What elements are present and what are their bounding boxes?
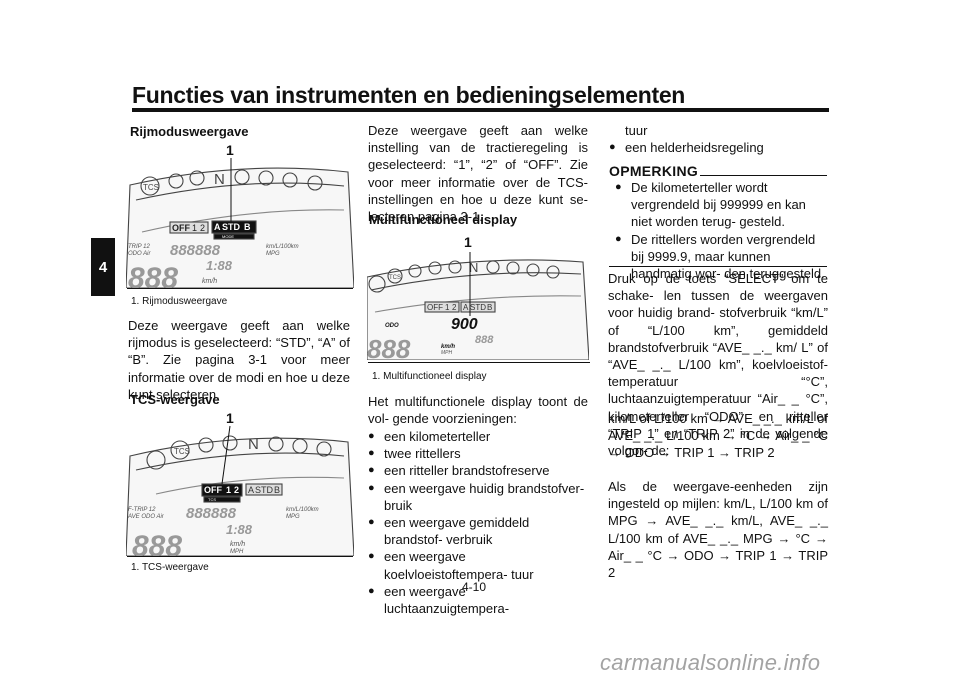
clock-segments: 1:88 — [226, 522, 253, 537]
mode-std: STD — [255, 485, 274, 495]
title-rule — [132, 108, 829, 112]
heading-tcs-weergave: TCS-weergave — [130, 392, 220, 407]
feature-list-cont: een helderheidsregeling — [609, 139, 829, 156]
figure-caption: 1. TCS-weergave — [131, 562, 209, 573]
mode-b: B — [244, 222, 251, 232]
note-list: De kilometerteller wordt vergrendeld bij… — [615, 179, 827, 282]
feature-list: een kilometerteller twee rittellers een … — [368, 428, 588, 617]
speed-segments: 888 — [367, 334, 411, 360]
list-item: De rittellers worden vergrendeld bij 999… — [615, 231, 827, 283]
neutral-indicator: N — [248, 436, 259, 453]
tcs-1: 1 — [226, 485, 231, 495]
list-item: een weergave koelvloeistoftempera- tuur — [368, 548, 588, 582]
odo-label: ODO — [385, 323, 399, 329]
note-heading-rule — [700, 175, 827, 176]
tcs-1: 1 — [192, 223, 197, 233]
tcs-1: 1 — [445, 303, 450, 312]
mode-a: A — [248, 485, 254, 495]
list-item: een weergave gemiddeld brandstof- verbru… — [368, 514, 588, 548]
ftrip-label: F-TRIP 12 — [128, 507, 156, 513]
mode-a: A — [463, 303, 469, 312]
callout-1: 1 — [226, 142, 234, 158]
tcs-2: 2 — [200, 223, 205, 233]
speed-segments: 888 — [128, 262, 178, 288]
speed-segments: 888 — [132, 530, 182, 556]
figure-divider — [368, 362, 590, 363]
tcs-off: OFF — [427, 303, 443, 312]
mode-b: B — [487, 303, 492, 312]
page-title: Functies van instrumenten en bedieningse… — [132, 82, 686, 108]
list-item: De kilometerteller wordt vergrendeld bij… — [615, 179, 827, 231]
list-item: een ritteller brandstofreserve — [368, 462, 588, 479]
callout-1: 1 — [464, 234, 472, 250]
tcs-logo-text: TCS — [174, 447, 190, 456]
trip-label: TRIP 12 — [128, 244, 150, 250]
kml-label: km/L/100km — [266, 244, 299, 250]
neutral-indicator: N — [469, 260, 478, 275]
odo-air-label: ODO Air — [128, 251, 151, 257]
note-heading: OPMERKING — [609, 163, 699, 179]
figure-tcs-dashboard: TCS N OFF 1 2 TCS A STD B F-TRIP 12 AVE … — [126, 410, 354, 556]
watermark: carmanualsonline.info — [600, 650, 821, 675]
neutral-indicator: N — [214, 171, 225, 188]
list-item: een kilometerteller — [368, 428, 588, 445]
page-number: 4-10 — [462, 580, 487, 594]
note-end-rule — [609, 266, 827, 267]
figure-divider — [127, 556, 353, 557]
mph-label: MPH — [441, 350, 453, 356]
tcs-off: OFF — [172, 223, 190, 233]
figure-caption: 1. Rijmodusweergave — [131, 296, 228, 307]
paragraph-miles: Als de weergave-eenheden zijn ingesteld … — [608, 479, 828, 581]
clock-segments: 1:88 — [206, 258, 233, 273]
callout-1: 1 — [226, 410, 234, 426]
paragraph-tcs: Deze weergave geeft aan welke instelling… — [368, 123, 588, 225]
odometer-segments: 888888 — [186, 505, 237, 522]
paragraph-sequence: km/L of L/100 km → AVE_ _._ km/L of AVE_… — [608, 411, 828, 461]
mode-std: STD — [470, 303, 486, 312]
mph-label: MPH — [230, 549, 244, 555]
tcs-off: OFF — [204, 485, 222, 495]
mode-label: MODE — [222, 234, 234, 239]
figure-rijmodus-dashboard: TCS N OFF 1 2 A STD B MODE TRIP 12 ODO A… — [126, 142, 354, 288]
mode-b: B — [274, 485, 280, 495]
paragraph-multifunctioneel: Het multifunctionele display toont de vo… — [368, 394, 588, 427]
list-item: een weergave huidig brandstofver- bruik — [368, 480, 588, 514]
mode-a: A — [214, 222, 221, 232]
kmh-label: km/h — [230, 541, 245, 548]
list-item: een weergave luchtaanzuigtempera- — [368, 583, 588, 617]
figure-caption: 1. Multifunctioneel display — [372, 371, 487, 382]
kml-label: km/L/100km — [286, 507, 319, 513]
ave-odo-air-label: AVE ODO Air — [127, 514, 165, 520]
paragraph-rijmodus: Deze weergave geeft aan welke rijmodus i… — [128, 318, 350, 402]
mpg-label: MPG — [266, 251, 280, 257]
tcs-2: 2 — [234, 485, 239, 495]
heading-multifunctioneel: Multifunctioneel display — [369, 212, 518, 227]
kmh-label: km/h — [441, 344, 455, 350]
list-item: een helderheidsregeling — [609, 139, 829, 156]
clock-segments: 888 — [475, 334, 494, 346]
continued-text: tuur — [625, 123, 648, 138]
list-item: twee rittellers — [368, 445, 588, 462]
kmh-label: km/h — [202, 278, 217, 285]
tcs-logo-text: TCS — [389, 275, 401, 281]
tcs-2: 2 — [452, 303, 457, 312]
figure-divider — [127, 288, 353, 289]
paragraph-select: Druk op de toets “SELECT” om te schake- … — [608, 271, 828, 459]
chapter-tab: 4 — [91, 238, 115, 296]
mpg-label: MPG — [286, 514, 300, 520]
odometer-segments: 888888 — [170, 242, 221, 259]
heading-rijmodusweergave: Rijmodusweergave — [130, 124, 249, 139]
mode-std: STD — [222, 222, 241, 232]
figure-multifunctional-display: TCS N OFF 1 2 A STD B ODO 900 888 888 km… — [367, 234, 589, 360]
tcs-logo-text: TCS — [143, 183, 159, 192]
tcs-label: TCS — [208, 497, 216, 502]
odometer-digits: 900 — [451, 316, 478, 333]
